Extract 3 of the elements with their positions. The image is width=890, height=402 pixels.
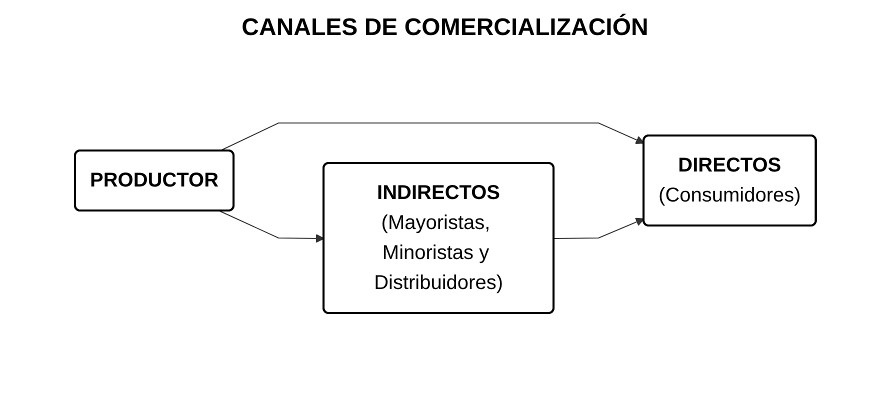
arrow	[553, 218, 644, 239]
arrow	[218, 210, 324, 243]
diagram-title: CANALES DE COMERCIALIZACIÓN	[240, 14, 650, 43]
